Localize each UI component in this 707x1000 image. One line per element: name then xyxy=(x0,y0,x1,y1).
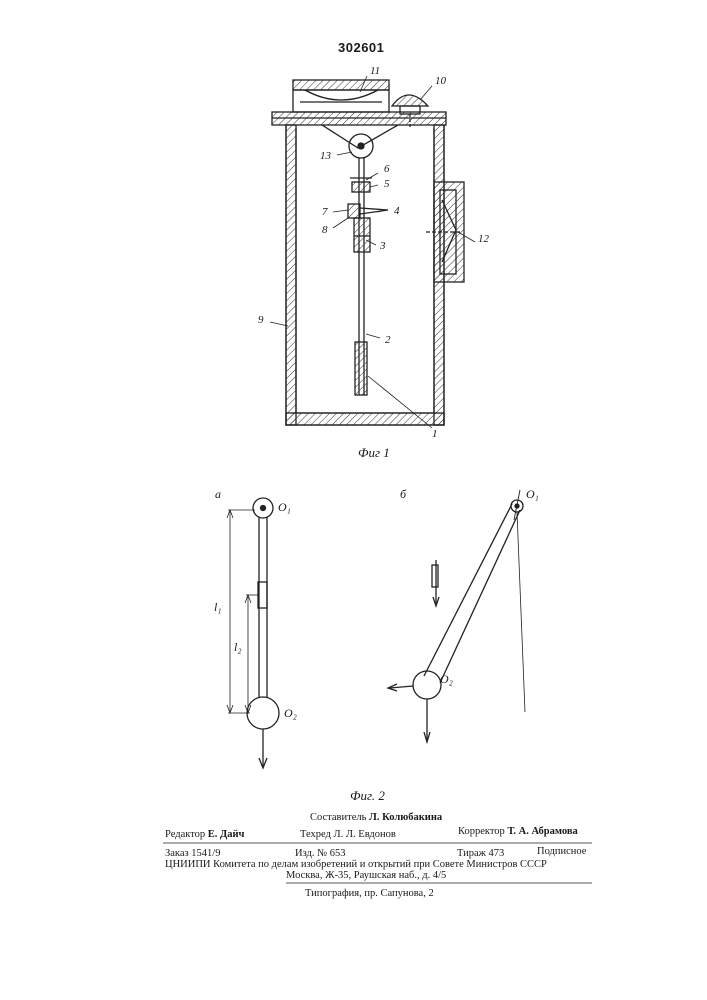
callout-1: 1 xyxy=(432,428,438,440)
callout-10: 10 xyxy=(435,75,446,87)
callout-13: 13 xyxy=(320,150,331,162)
figure-2-caption: Фиг. 2 xyxy=(350,788,385,804)
compiler-label: Составитель xyxy=(310,812,366,823)
callout-7: 7 xyxy=(322,206,328,218)
editor-name: Е. Дайч xyxy=(208,829,245,840)
compiler-name: Л. Колюбакина xyxy=(369,812,442,823)
panel-b-o2-label: O₂ xyxy=(440,672,453,687)
callout-12: 12 xyxy=(478,233,489,245)
compiler-line: Составитель Л. Колюбакина xyxy=(310,812,442,824)
tech-editor-label: Техред xyxy=(300,829,331,840)
callout-6: 6 xyxy=(384,163,390,175)
panel-a-o2-label: O₂ xyxy=(284,706,297,721)
publisher-address: Москва, Ж-35, Раушская наб., д. 4/5 xyxy=(286,870,446,882)
panel-a-l1-label: l₁ xyxy=(214,600,222,615)
panel-a-l2-label: l₂ xyxy=(234,640,242,655)
editor-label: Редактор xyxy=(165,829,205,840)
proofreader-line: Корректор Т. А. Абрамова xyxy=(458,826,578,838)
figure-2a-pendulum xyxy=(227,498,279,768)
patent-number: 302601 xyxy=(338,40,384,55)
proofreader-label: Корректор xyxy=(458,826,505,837)
callout-4: 4 xyxy=(394,205,400,217)
editor-line: Редактор Е. Дайч xyxy=(165,829,244,841)
callout-2: 2 xyxy=(385,334,391,346)
printer: Типография, пр. Сапунова, 2 xyxy=(305,888,434,900)
callout-3: 3 xyxy=(380,240,386,252)
figure-2b-pendulum xyxy=(388,490,525,742)
panel-a-label: а xyxy=(215,487,221,502)
panel-b-o1-label: O₁ xyxy=(526,487,539,502)
callout-11: 11 xyxy=(370,65,380,77)
callout-8: 8 xyxy=(322,224,328,236)
panel-a-o1-label: O₁ xyxy=(278,500,291,515)
panel-b-label: б xyxy=(400,487,406,502)
callout-5: 5 xyxy=(384,178,390,190)
subscription: Подписное xyxy=(537,846,586,858)
figure-1-pendulum xyxy=(348,134,388,395)
callout-9: 9 xyxy=(258,314,264,326)
figure-1-caption: Фиг 1 xyxy=(358,445,390,461)
proofreader-name: Т. А. Абрамова xyxy=(507,826,577,837)
tech-editor-line: Техред Л. Л. Евдонов xyxy=(300,829,396,841)
tech-editor-name: Л. Л. Евдонов xyxy=(334,829,396,840)
